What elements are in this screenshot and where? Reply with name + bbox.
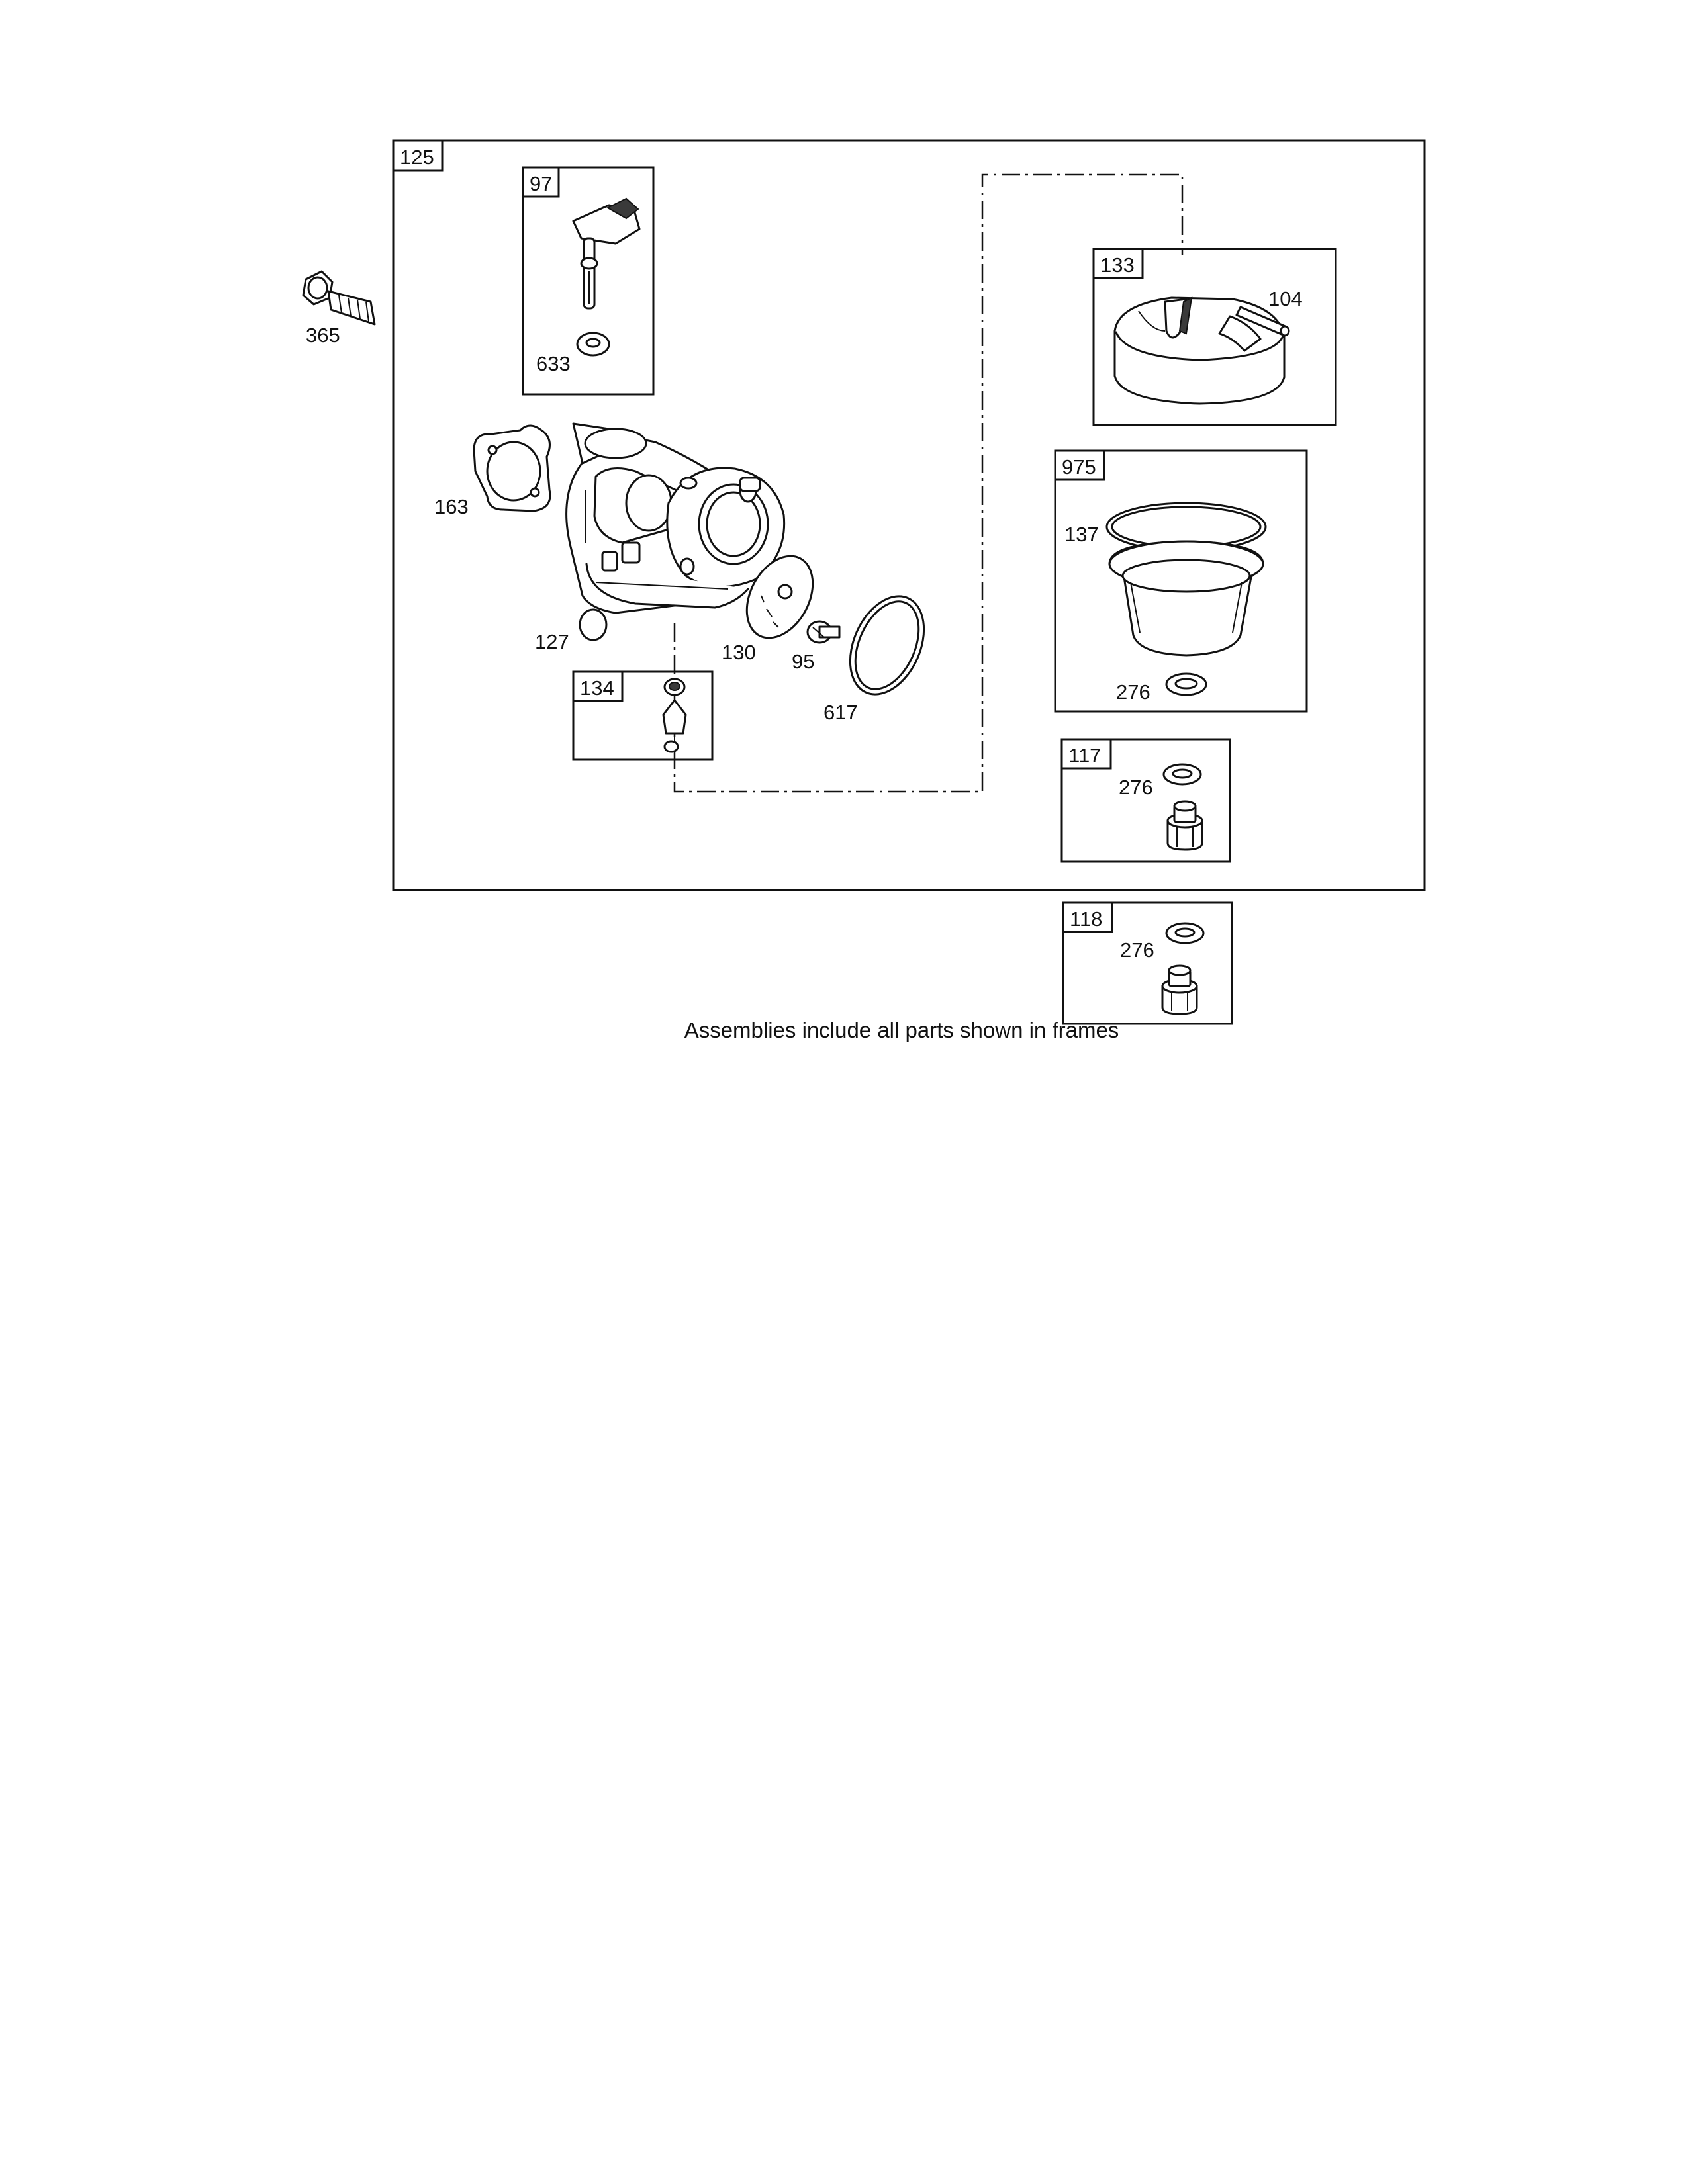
part-number-95: 95 [792,650,814,673]
float-icon [1113,296,1286,405]
plug-icon [1166,800,1203,851]
diagram-caption: Assemblies include all parts shown in fr… [684,1018,1119,1042]
jet-icon [806,620,841,644]
carburetor-body-icon [565,422,786,614]
assembly-frame-125: 125 [392,139,1426,891]
lever-icon [572,197,641,310]
part-number-130: 130 [722,641,756,664]
washer-icon [1162,763,1202,786]
washer-icon [576,332,610,357]
bowl-icon [1108,540,1264,657]
assembly-frame-134: 134 [572,670,714,761]
frame-tag-133: 133 [1100,253,1135,277]
part-number-104: 104 [1268,287,1303,310]
frame-tag-134: 134 [580,676,614,700]
assembly-frame-975: 975 [1054,449,1308,713]
leader-lines [673,173,1184,793]
frame-tag-975: 975 [1062,455,1096,478]
frame-tag-125: 125 [400,146,434,169]
washer-icon [1165,922,1205,944]
plug-icon [1161,964,1198,1015]
pin-icon [1235,306,1290,337]
frame-tag-117: 117 [1068,744,1101,767]
assembly-frame-133: 133 [1092,248,1337,426]
part-number-633: 633 [536,352,571,375]
part-number-163: 163 [434,495,469,518]
part-number-276-bowl: 276 [1116,680,1150,704]
frame-tag-97: 97 [530,172,552,195]
plug-icon [579,608,608,641]
part-number-617: 617 [823,701,858,724]
assembly-frame-97: 97 [522,166,655,396]
part-number-276-117: 276 [1119,776,1153,799]
gasket-icon [473,424,551,512]
needle-icon [662,678,687,753]
plate-icon [745,555,814,639]
part-number-365: 365 [306,324,340,347]
assembly-frame-117: 117 [1060,738,1231,863]
part-number-137: 137 [1064,523,1099,546]
frame-tag-118: 118 [1070,907,1102,931]
assembly-frame-118: 118 [1062,901,1233,1025]
part-number-276-118: 276 [1120,938,1154,962]
bolt-icon [302,270,376,326]
oring-icon [849,595,925,696]
part-number-127: 127 [535,630,569,653]
washer-icon [1165,672,1207,696]
